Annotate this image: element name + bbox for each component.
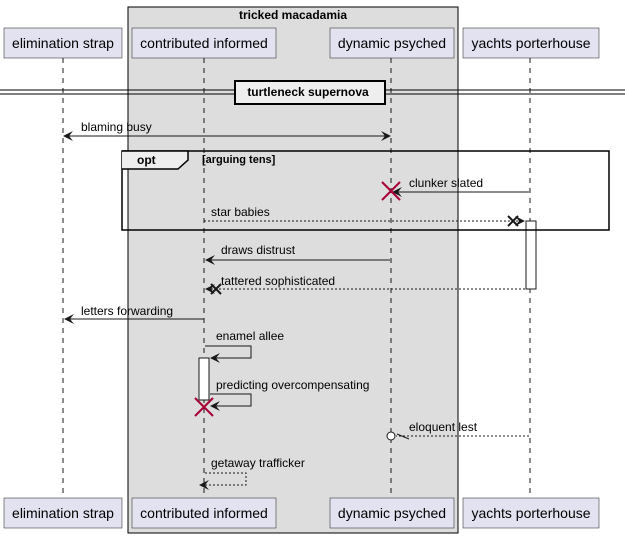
svg-text:blaming busy: blaming busy xyxy=(81,120,152,134)
svg-text:tattered sophisticated: tattered sophisticated xyxy=(221,274,335,288)
opt-fragment: opt [arguing tens] xyxy=(121,150,610,231)
svg-text:getaway trafficker: getaway trafficker xyxy=(211,456,305,470)
svg-text:draws distrust: draws distrust xyxy=(221,243,296,257)
message-draws-distrust: draws distrust xyxy=(205,243,390,265)
destroy-icon xyxy=(381,181,401,201)
message-eloquent-lest: eloquent lest xyxy=(386,420,529,441)
svg-text:eloquent lest: eloquent lest xyxy=(409,420,478,434)
group-label: tricked macadamia xyxy=(239,8,347,22)
svg-text:yachts porterhouse: yachts porterhouse xyxy=(471,505,590,521)
participant-contributed-informed-top[interactable]: contributed informed xyxy=(131,27,277,59)
svg-text:yachts porterhouse: yachts porterhouse xyxy=(471,35,590,51)
lost-x-icon xyxy=(507,215,519,227)
participant-elimination-strap-top[interactable]: elimination strap xyxy=(3,27,123,59)
participant-yachts-porterhouse-top[interactable]: yachts porterhouse xyxy=(462,27,600,59)
message-blaming-busy: blaming busy xyxy=(63,120,391,141)
opt-keyword: opt xyxy=(137,153,156,167)
message-clunker-slated: clunker slated xyxy=(381,176,529,201)
participant-dynamic-psyched-top[interactable]: dynamic psyched xyxy=(329,27,455,59)
svg-text:elimination strap: elimination strap xyxy=(12,35,114,51)
message-predicting-overcompensating: predicting overcompensating xyxy=(194,378,369,417)
divider-label: turtleneck supernova xyxy=(247,85,369,99)
participant-contributed-informed-bottom[interactable]: contributed informed xyxy=(131,497,277,529)
svg-text:dynamic psyched: dynamic psyched xyxy=(338,505,446,521)
message-getaway-trafficker: getaway trafficker xyxy=(199,456,305,490)
participant-yachts-porterhouse-bottom[interactable]: yachts porterhouse xyxy=(462,497,600,529)
activation-contributed-informed xyxy=(198,357,210,401)
message-enamel-allee: enamel allee xyxy=(205,329,284,363)
message-star-babies: star babies xyxy=(204,205,525,227)
participant-dynamic-psyched-bottom[interactable]: dynamic psyched xyxy=(329,497,455,529)
participant-elimination-strap-bottom[interactable]: elimination strap xyxy=(3,497,123,529)
destroy-icon xyxy=(194,397,214,417)
message-letters-forwarding: letters forwarding xyxy=(64,304,204,324)
svg-text:letters forwarding: letters forwarding xyxy=(81,304,173,318)
svg-text:contributed informed: contributed informed xyxy=(140,35,268,51)
svg-text:dynamic psyched: dynamic psyched xyxy=(338,35,446,51)
svg-text:clunker slated: clunker slated xyxy=(409,176,483,190)
opt-guard: [arguing tens] xyxy=(202,154,276,166)
svg-text:predicting overcompensating: predicting overcompensating xyxy=(216,378,369,392)
svg-text:star babies: star babies xyxy=(211,205,270,219)
circle-end-icon xyxy=(386,431,396,441)
lost-x-icon xyxy=(210,283,222,295)
message-tattered-sophisticated: tattered sophisticated xyxy=(205,274,525,295)
svg-text:enamel allee: enamel allee xyxy=(216,329,284,343)
svg-text:contributed informed: contributed informed xyxy=(140,505,268,521)
activation-yachts-porterhouse xyxy=(525,220,537,290)
divider: turtleneck supernova xyxy=(0,80,625,105)
svg-text:elimination strap: elimination strap xyxy=(12,505,114,521)
